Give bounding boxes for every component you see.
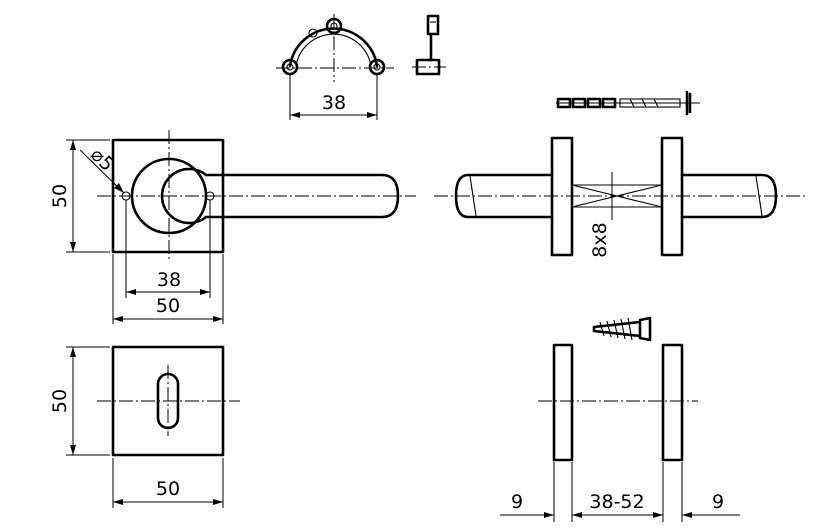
- thickness-left-label: 9: [511, 491, 523, 513]
- key-rosette-view: [97, 345, 240, 457]
- thickness-right-label: 9: [712, 491, 724, 513]
- clip-side-view: [412, 14, 446, 76]
- rose-inner-label: 38: [157, 269, 181, 291]
- rosette-side-left: [552, 343, 574, 462]
- lever-right: [680, 173, 778, 219]
- door-thickness-label: 38-52: [589, 491, 644, 513]
- spindle-label: 8x8: [589, 222, 611, 257]
- width-top-label: 50: [156, 295, 180, 317]
- dim-height-top: [66, 139, 110, 253]
- lever-left: [454, 173, 554, 219]
- width-bottom-label: 50: [156, 478, 180, 500]
- rosette-side-view: [500, 343, 740, 522]
- clip-ring-view: [276, 14, 394, 120]
- clip-span-label: 38: [322, 92, 346, 114]
- rosette-square-bottom: [111, 345, 225, 457]
- lever-arm: [204, 173, 400, 219]
- rosette-right: [660, 136, 684, 257]
- dim-height-bottom: [66, 346, 110, 456]
- rosette-side-right: [661, 343, 684, 462]
- dim-width-top: [112, 254, 224, 324]
- fixing-bolt: [556, 90, 700, 116]
- handle-front-view: [79, 130, 416, 262]
- rosette-left: [550, 136, 574, 257]
- dim-width-bottom: [112, 458, 224, 508]
- wood-screw: [592, 316, 652, 342]
- rosette-square-top: [111, 138, 225, 254]
- height-top-label: 50: [49, 184, 71, 208]
- assembly-side-view: [434, 136, 806, 257]
- height-bottom-label: 50: [49, 389, 71, 413]
- dim-rose-38: [125, 200, 211, 298]
